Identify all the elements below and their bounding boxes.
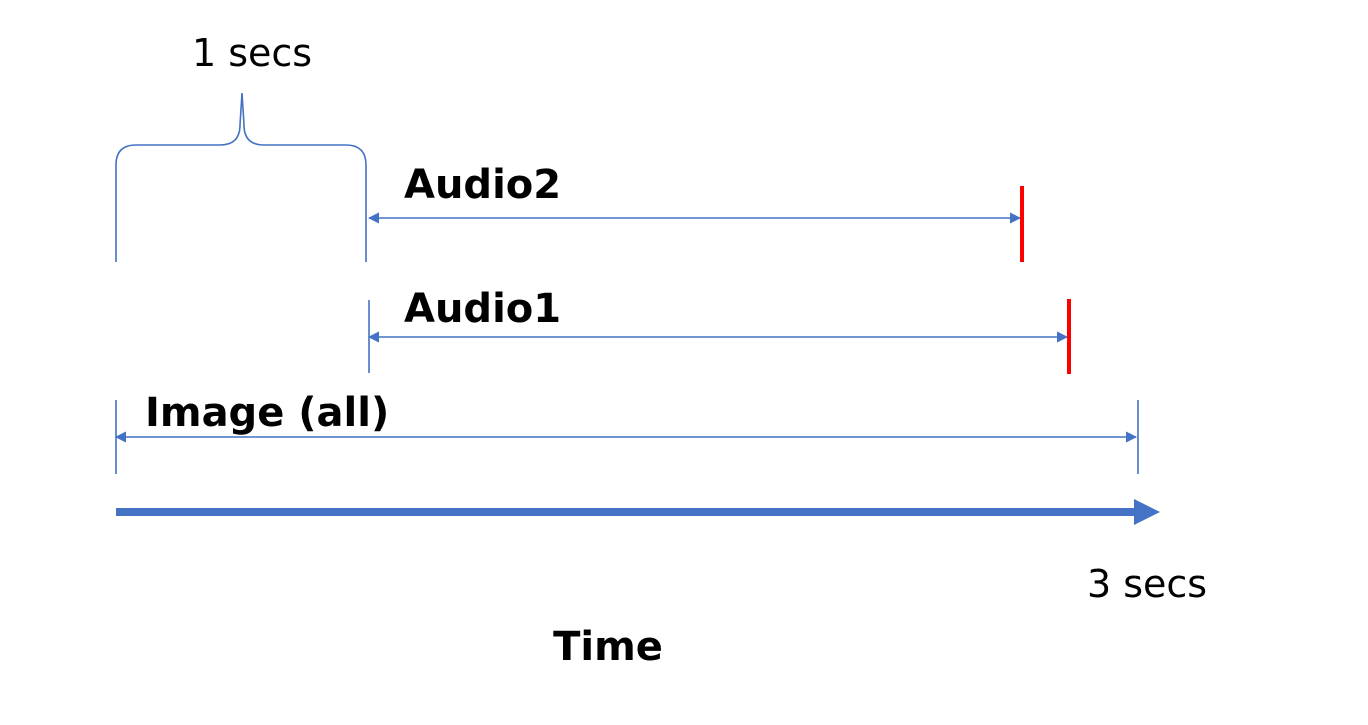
- one-second-brace: [115, 92, 367, 262]
- one-second-label: 1 secs: [192, 31, 312, 75]
- audio1-label: Audio1: [404, 286, 561, 332]
- axis-title: Time: [553, 624, 663, 670]
- time-axis-arrowhead: [1134, 499, 1160, 525]
- axis-end-label: 3 secs: [1087, 562, 1207, 606]
- audio2-label: Audio2: [404, 162, 561, 208]
- image-label: Image (all): [145, 390, 389, 436]
